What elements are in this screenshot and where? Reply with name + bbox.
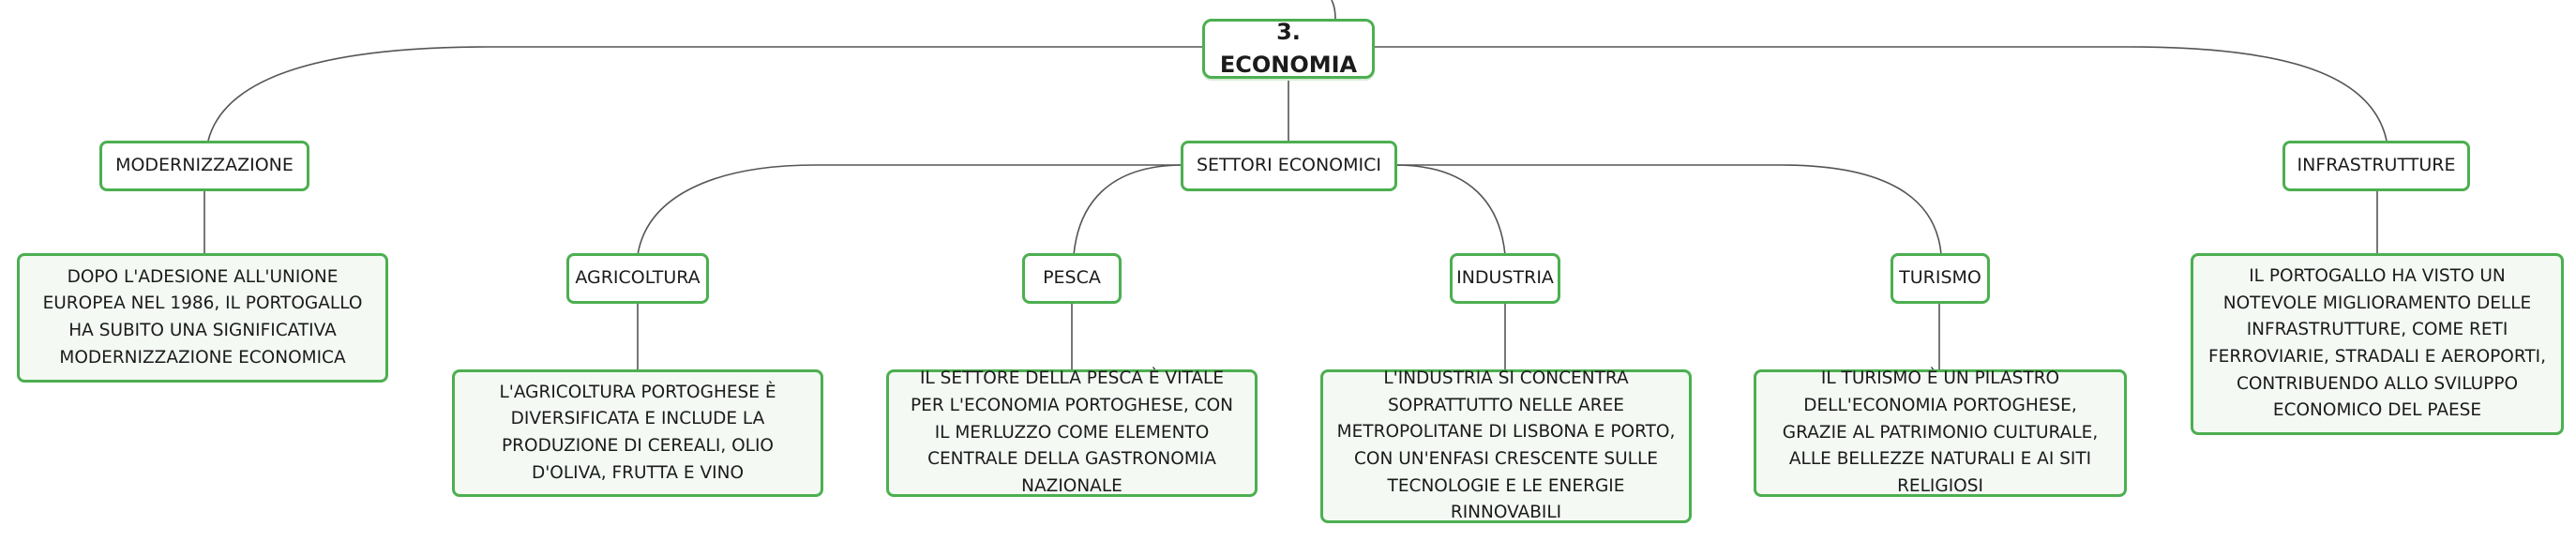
connector-root-modernizzazione <box>207 46 1245 142</box>
sector-pesca[interactable]: PESCA <box>1022 253 1122 304</box>
connector-settori-agricoltura <box>637 164 1183 256</box>
detail-agricoltura[interactable]: L'AGRICOLTURA PORTOGHESE È DIVERSIFICATA… <box>452 369 823 497</box>
branch-infrastrutture[interactable]: INFRASTRUTTURE <box>2282 141 2470 191</box>
connector-settori-pesca <box>1073 164 1184 256</box>
connector-settori-industria <box>1394 164 1506 256</box>
detail-pesca[interactable]: IL SETTORE DELLA PESCA È VITALE PER L'EC… <box>886 368 1258 497</box>
sector-turismo[interactable]: TURISMO <box>1891 253 1990 304</box>
connector-root-infrastrutture <box>1374 46 2388 142</box>
detail-turismo[interactable]: IL TURISMO È UN PILASTRO DELL'ECONOMIA P… <box>1754 368 2127 497</box>
root-node[interactable]: 3. ECONOMIA <box>1202 19 1375 79</box>
sector-industria[interactable]: INDUSTRIA <box>1450 253 1560 304</box>
detail-infrastrutture[interactable]: IL PORTOGALLO HA VISTO UN NOTEVOLE MIGLI… <box>2191 253 2564 435</box>
detail-industria[interactable]: L'INDUSTRIA SI CONCENTRA SOPRATTUTTO NEL… <box>1320 368 1692 523</box>
branch-modernizzazione[interactable]: MODERNIZZAZIONE <box>99 141 309 191</box>
branch-settori-economici[interactable]: SETTORI ECONOMICI <box>1181 141 1397 191</box>
connector-parent-root <box>1331 0 1336 20</box>
detail-modernizzazione[interactable]: DOPO L'ADESIONE ALL'UNIONE EUROPEA NEL 1… <box>17 253 388 383</box>
connector-settori-turismo <box>1395 164 1942 256</box>
sector-agricoltura[interactable]: AGRICOLTURA <box>566 253 709 304</box>
